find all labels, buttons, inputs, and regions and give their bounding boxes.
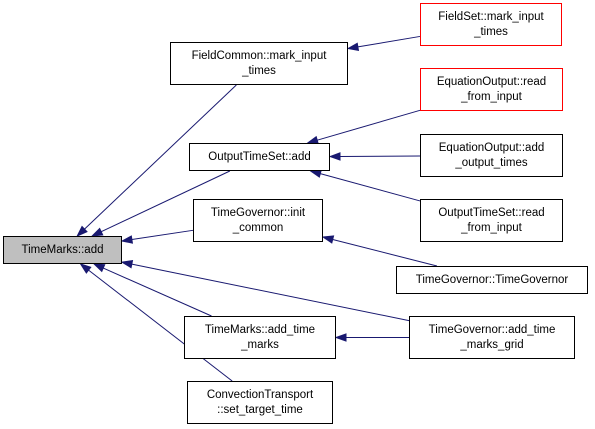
node-label-line: _marks_grid bbox=[460, 338, 524, 351]
node-timegovernor-init-common[interactable]: TimeGovernor::init _common bbox=[193, 199, 323, 242]
edge-field_set-to-field_common bbox=[357, 35, 421, 48]
node-label-line: TimeGovernor::TimeGovernor bbox=[415, 273, 569, 286]
edge-field_common-to-root bbox=[84, 84, 237, 230]
arrowhead-icon bbox=[334, 333, 347, 342]
node-label-line: FieldSet::mark_input bbox=[438, 10, 544, 23]
node-label-line: TimeMarks::add bbox=[21, 243, 104, 256]
node-timegovernor-add-time-marks-grid[interactable]: TimeGovernor::add_time _marks_grid bbox=[409, 316, 575, 359]
arrowhead-icon bbox=[90, 227, 104, 237]
node-label-line: _marks bbox=[241, 338, 279, 351]
node-label-line: _common bbox=[232, 221, 284, 234]
node-label-line: _output_times bbox=[455, 156, 528, 169]
edge-tg_init-to-root bbox=[131, 229, 194, 241]
node-label-line: EquationOutput::read bbox=[436, 75, 547, 88]
node-outputtimeset-add[interactable]: OutputTimeSet::add bbox=[189, 143, 330, 171]
edge-eq_output_read-to-output_time_set_add bbox=[317, 109, 421, 141]
node-label-line: _times bbox=[242, 64, 276, 77]
node-timemarks-add-time-marks[interactable]: TimeMarks::add_time _marks bbox=[184, 316, 336, 359]
edge-output_time_set_add-to-root bbox=[100, 170, 231, 233]
arrowhead-icon bbox=[92, 263, 106, 273]
node-label-line: _times bbox=[474, 25, 508, 38]
node-label-line: TimeGovernor::add_time bbox=[428, 323, 556, 336]
arrowhead-icon bbox=[120, 235, 134, 244]
arrowhead-icon bbox=[120, 259, 134, 269]
node-timemarks-add: TimeMarks::add bbox=[3, 236, 122, 264]
edge-tm_add_time-to-root bbox=[103, 267, 212, 317]
node-label-line: FieldCommon::mark_input bbox=[191, 49, 327, 62]
arrowhead-icon bbox=[309, 169, 322, 178]
node-label-line: TimeMarks::add_time bbox=[204, 323, 316, 336]
node-timegovernor-timegovernor[interactable]: TimeGovernor::TimeGovernor bbox=[396, 266, 588, 294]
node-label-line: _from_input bbox=[461, 90, 522, 103]
node-label-line: EquationOutput::add bbox=[438, 141, 545, 154]
edge-tg_ctor-to-tg_init bbox=[332, 239, 438, 267]
edge-conv_transport-to-root bbox=[88, 269, 233, 382]
node-outputtimeset-read-from-input[interactable]: OutputTimeSet::read _from_input bbox=[420, 199, 563, 242]
node-equationoutput-read-from-input[interactable]: EquationOutput::read _from_input bbox=[420, 68, 563, 111]
node-fieldcommon-mark-input-times[interactable]: FieldCommon::mark_input _times bbox=[170, 42, 348, 85]
node-label-line: OutputTimeSet::add bbox=[208, 150, 311, 163]
node-label-line: TimeGovernor::init bbox=[210, 206, 306, 219]
node-label-line: ::set_target_time bbox=[217, 403, 303, 416]
arrowhead-icon bbox=[321, 235, 335, 244]
arrowhead-icon bbox=[79, 263, 92, 274]
edge-tg_add_grid-to-root bbox=[131, 263, 410, 322]
node-label-line: ConvectionTransport bbox=[206, 388, 314, 401]
node-convectiontransport-set-target-time[interactable]: ConvectionTransport ::set_target_time bbox=[187, 381, 333, 424]
edge-eq_output_add-to-output_time_set_add bbox=[339, 155, 421, 157]
edge-output_time_set_read-to-output_time_set_add bbox=[320, 173, 421, 202]
arrowhead-icon bbox=[328, 152, 341, 161]
arrowhead-icon bbox=[76, 225, 88, 238]
node-label-line: OutputTimeSet::read bbox=[438, 206, 545, 219]
arrowhead-icon bbox=[346, 42, 360, 52]
node-fieldset-mark-input-times[interactable]: FieldSet::mark_input _times bbox=[420, 3, 562, 46]
node-equationoutput-add-output-times[interactable]: EquationOutput::add _output_times bbox=[420, 134, 563, 177]
node-label-line: _from_input bbox=[461, 221, 522, 234]
